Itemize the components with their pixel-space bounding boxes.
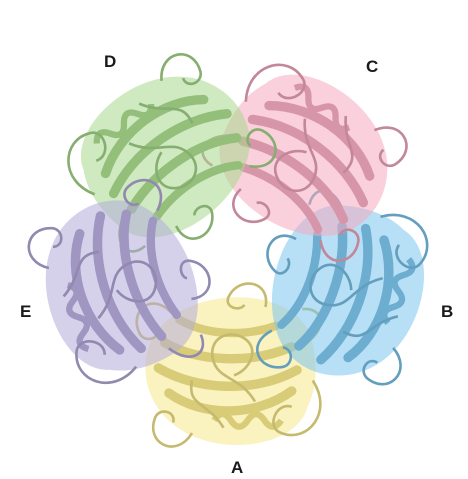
subunit-label-d: D [104, 53, 116, 70]
subunit-label-a: A [231, 459, 243, 476]
pentamer-ring [19, 37, 446, 446]
subunit-label-b: B [441, 303, 453, 320]
subunit-label-c: C [366, 58, 378, 75]
subunit-label-e: E [20, 303, 31, 320]
